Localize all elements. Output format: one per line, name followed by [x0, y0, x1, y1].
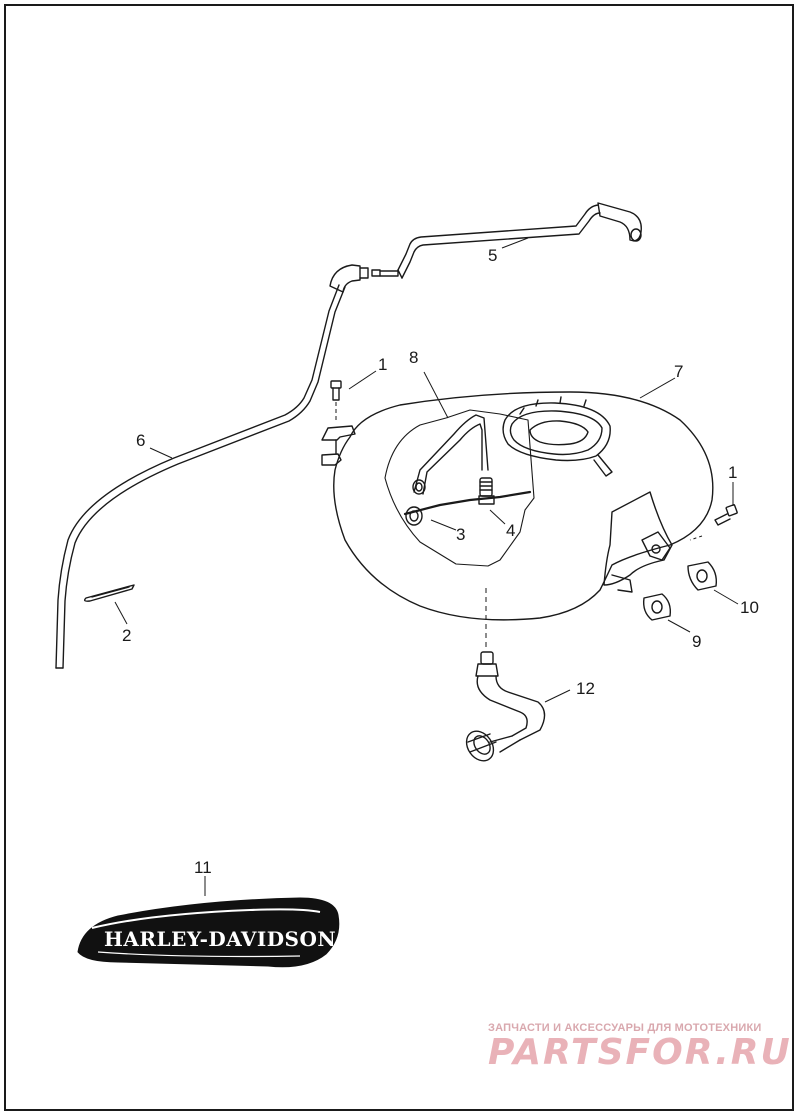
hose-part-5: [371, 202, 642, 279]
grommet-part-10: [687, 561, 718, 591]
callout-7: 7: [674, 362, 683, 381]
callout-11: 11: [194, 858, 212, 877]
callout-3: 3: [456, 525, 465, 544]
callout-1-right: 1: [728, 463, 737, 482]
callout-1-upper: 1: [378, 355, 387, 374]
screw-part-1-right: [714, 504, 738, 526]
logo-emblem-part-11: HARLEY-DAVIDSON: [77, 897, 340, 968]
callout-5: 5: [488, 246, 497, 265]
leader-lines: [114, 237, 739, 896]
grommet-part-9: [642, 593, 672, 621]
fuel-hose-part-12: [465, 651, 546, 762]
callout-4: 4: [506, 521, 515, 540]
vent-tube-part-6: [55, 264, 369, 669]
callout-10: 10: [740, 598, 759, 617]
logo-text: HARLEY-DAVIDSON: [104, 927, 336, 951]
watermark-brand: PARTSFOR.RU: [488, 1032, 792, 1073]
callout-6: 6: [136, 431, 145, 450]
internal-tube-part-8: [384, 409, 535, 567]
watermark-tagline: ЗАПЧАСТИ И АКСЕССУАРЫ ДЛЯ МОТОТЕХНИКИ: [488, 1022, 762, 1034]
clip-part-2: [83, 584, 135, 602]
callout-2: 2: [122, 626, 131, 645]
fuel-tank-part-7: [321, 391, 714, 621]
callout-9: 9: [692, 632, 701, 651]
screw-part-1-upper: [330, 380, 342, 401]
callout-8: 8: [409, 348, 418, 367]
callout-12: 12: [576, 679, 595, 698]
